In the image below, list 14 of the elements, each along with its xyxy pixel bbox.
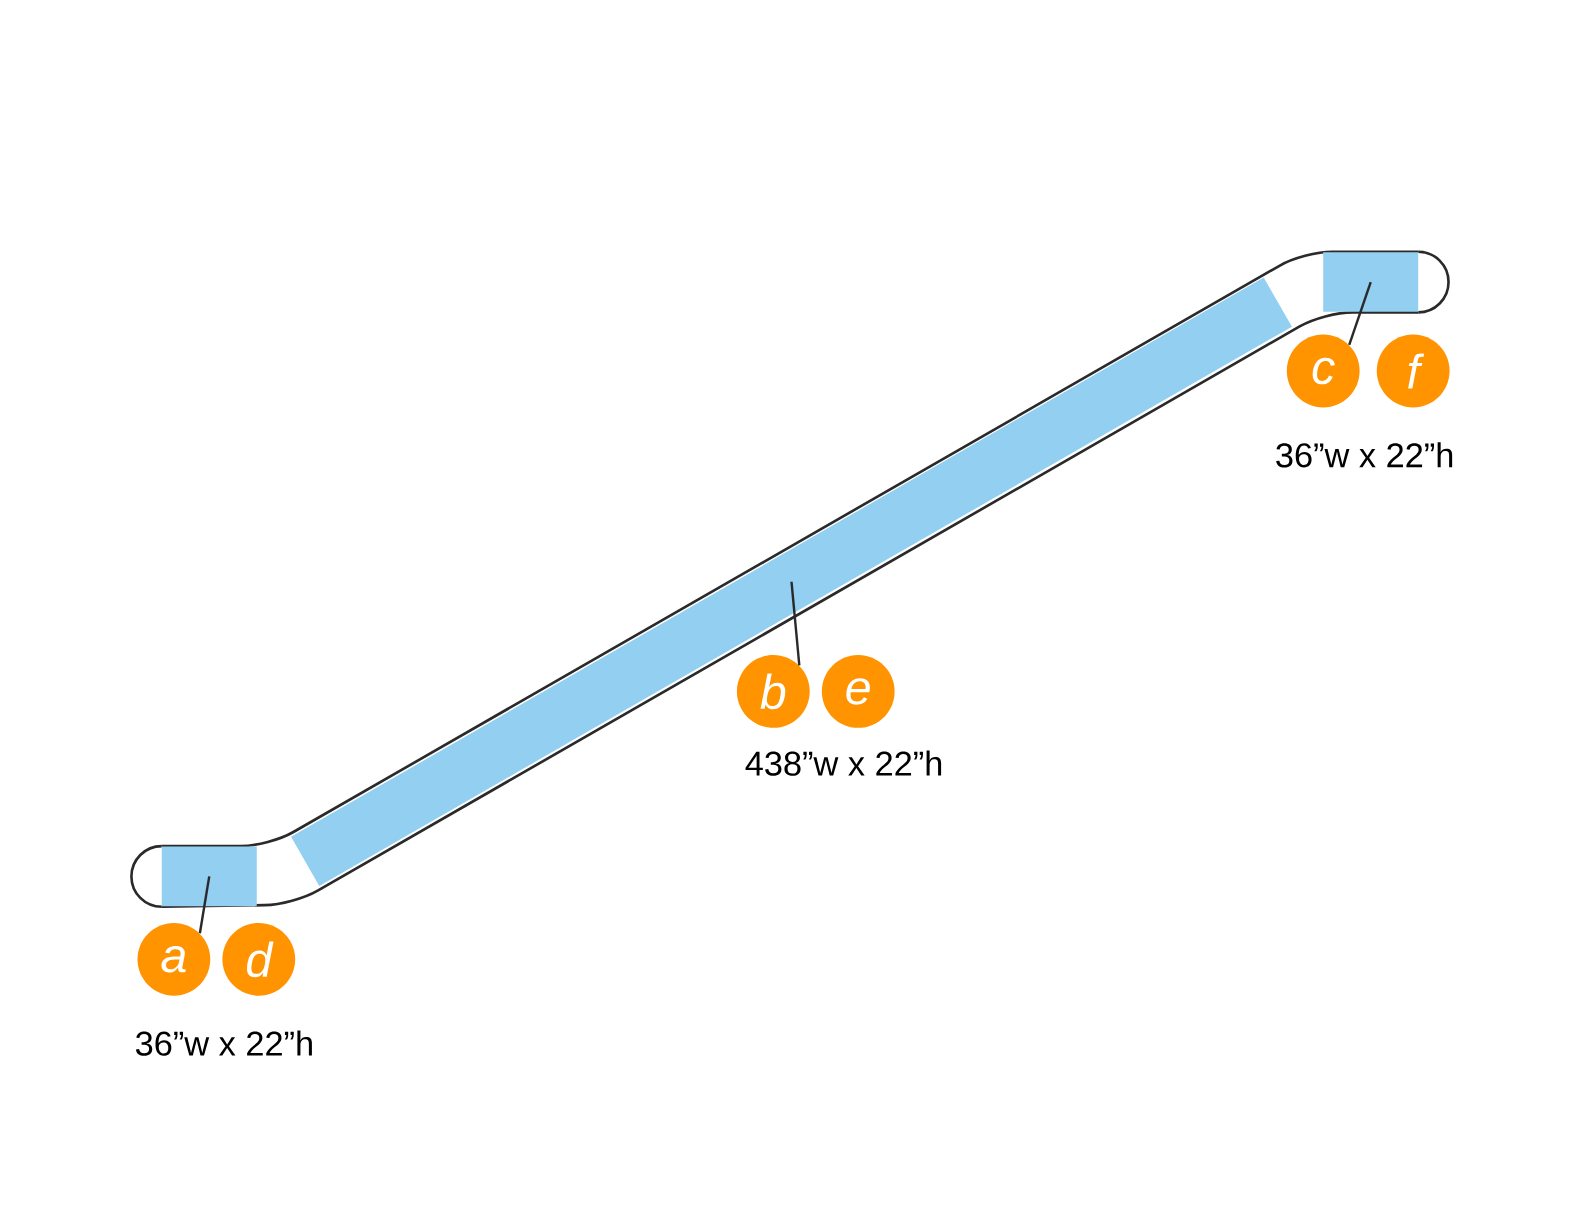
dimension-label: 36”w x 22”h <box>135 1030 312 1056</box>
callout-letter: a <box>137 922 211 996</box>
callout-letter: f <box>1376 334 1450 408</box>
dimension-label: 36”w x 22”h <box>1276 442 1453 468</box>
leader-line <box>1348 281 1372 346</box>
leader-line <box>790 581 801 666</box>
callout-letter: d <box>222 922 296 996</box>
callout-letter: b <box>736 654 810 728</box>
callout-letter: c <box>1286 334 1360 408</box>
dimension-label: 438”w x 22”h <box>745 750 942 776</box>
panel <box>1323 252 1419 312</box>
panel <box>161 846 257 907</box>
callout-letter: e <box>821 654 895 728</box>
leader-line <box>198 876 211 934</box>
